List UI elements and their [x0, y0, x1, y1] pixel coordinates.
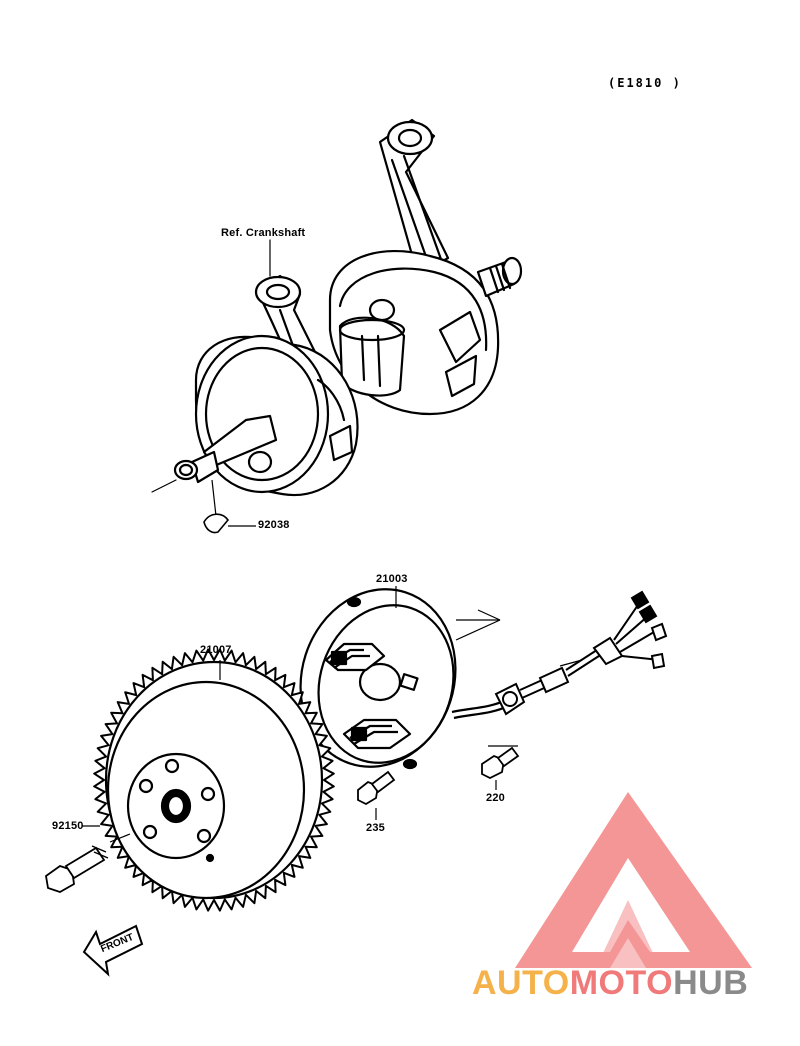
front-arrow: [82, 924, 144, 977]
part-number-rotor-bolt: 92150: [52, 820, 84, 832]
crankshaft-drawing: [151, 118, 523, 497]
rotor-bolt: [45, 825, 131, 893]
part-number-screw-220: 220: [486, 792, 505, 804]
clamp-screw-220: [481, 746, 520, 790]
part-number-screw-235: 235: [366, 822, 385, 834]
brand-auto: AUTO: [472, 964, 570, 1002]
watermark-logo: [515, 792, 752, 968]
brand-hub: HUB: [673, 964, 749, 1002]
left-crank-web: [194, 334, 359, 497]
rotor-drawing: [93, 648, 335, 912]
part-number-rotor: 21007: [200, 644, 232, 656]
logo-m-stroke: [596, 900, 660, 968]
figure-code: (E1810 ): [608, 76, 682, 90]
crank-pin: [338, 316, 406, 397]
logo-inner-cutout: [572, 858, 690, 952]
watermark-brand: AUTOMOTOHUB: [472, 964, 748, 1003]
left-journal: [202, 414, 278, 468]
part-number-stator: 21003: [376, 573, 408, 585]
part-number-key: 92038: [258, 519, 290, 531]
stator-screw-235: [357, 770, 396, 820]
stator-drawing: [299, 588, 509, 770]
wire-harness: [455, 590, 668, 747]
woodruff-key: [203, 479, 256, 534]
ref-crankshaft-label: Ref. Crankshaft: [221, 227, 306, 239]
brand-moto: MOTO: [569, 964, 674, 1002]
